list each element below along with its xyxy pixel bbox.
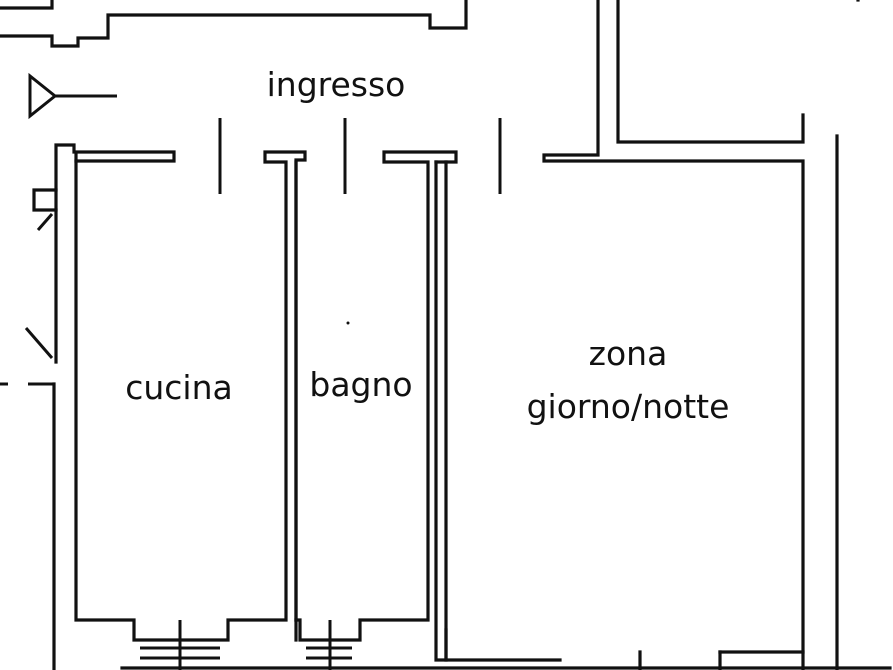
ingresso-door-marks <box>218 118 502 194</box>
entry-door-icon <box>28 72 117 120</box>
top-exterior-wall <box>0 0 468 48</box>
room-label-zona: zona <box>589 334 668 373</box>
cucina-room <box>74 150 892 670</box>
room-label-giorno-notte: giorno/notte <box>527 387 730 426</box>
room-label-bagno: bagno <box>309 365 412 404</box>
zona-giorno-notte-room <box>434 160 805 670</box>
left-exterior-wall <box>0 143 76 670</box>
room-label-cucina: cucina <box>125 368 233 407</box>
room-label-ingresso: ingresso <box>267 65 406 104</box>
upper-right-wall <box>542 0 860 670</box>
bagno-room <box>294 150 458 670</box>
